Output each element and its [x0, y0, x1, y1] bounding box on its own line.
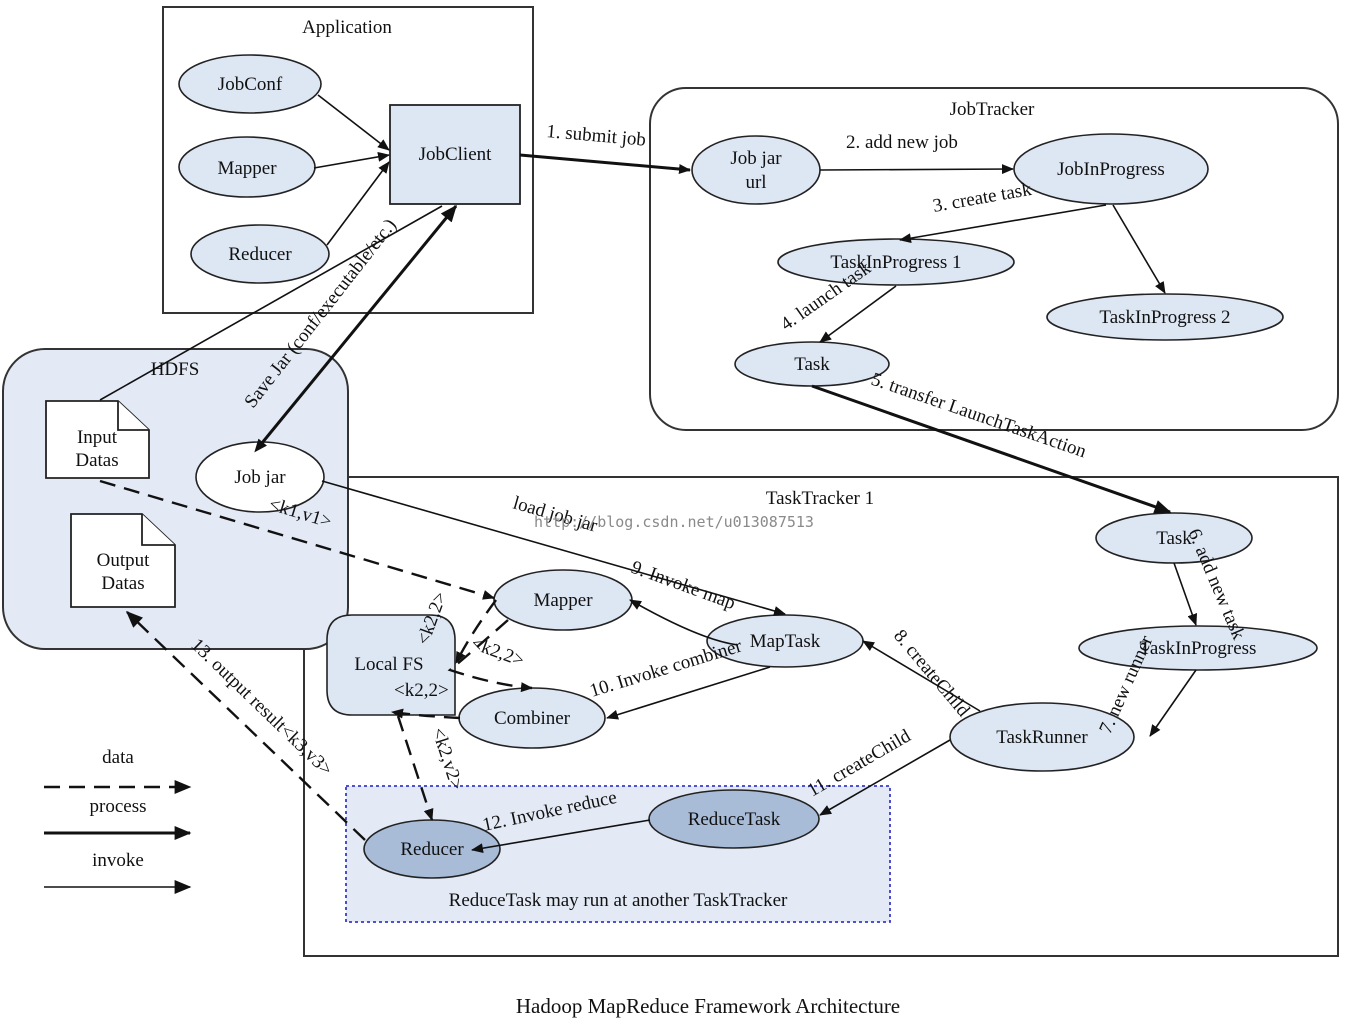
local-fs-shape: [326, 614, 456, 716]
invoke-reduce-arrow: [471, 819, 651, 854]
jobinprogress-label: JobInProgress: [1057, 159, 1165, 180]
input-datas-label-1: Input: [77, 427, 118, 448]
output-datas-label-2: Datas: [101, 573, 144, 594]
load-job-jar-arrow: [321, 480, 786, 616]
jobclient-label: JobClient: [419, 144, 493, 165]
add-new-job-arrow: [819, 164, 1014, 175]
watermark-text: http://blog.csdn.net/u013087513: [534, 513, 814, 531]
taskinprogress-tt-label: TaskInProgress: [1140, 638, 1257, 659]
reduce-note: ReduceTask may run at another TaskTracke…: [449, 890, 788, 911]
add-new-job-text: 2. add new job: [846, 132, 958, 153]
output-result-text: 13. output result<k3,v3>: [187, 634, 337, 780]
taskrunner-node: [949, 702, 1135, 772]
combiner-to-localfs-data: [391, 708, 461, 720]
jobconf-label: JobConf: [218, 74, 283, 95]
invoke-combiner-text: 10. Invoke combiner: [587, 635, 745, 701]
taskinprogress1-node: [777, 238, 1015, 286]
input-datas-doc: [45, 400, 150, 479]
createchild-reduce-arrow: [819, 739, 951, 816]
jobjar-url-label-1: Job jar: [730, 148, 782, 169]
application-label: Application: [302, 17, 392, 38]
create-task-arrow-1: [899, 204, 1107, 244]
reducetask-label: ReduceTask: [688, 809, 781, 830]
taskinprogress-tt-node: [1078, 625, 1318, 671]
createchild-map-arrow: [862, 640, 981, 712]
k2-2-text-b: <k2,2>: [468, 633, 527, 671]
tasktracker-label: TaskTracker 1: [766, 488, 874, 509]
input-to-mapper-data: [99, 479, 495, 600]
localfs-to-reducer-data: [396, 715, 434, 821]
taskinprogress2-label: TaskInProgress 2: [1099, 307, 1230, 328]
k2v2-text: <k2,v2>: [427, 725, 467, 793]
jobjar-url-label-2: url: [745, 172, 766, 193]
combiner-label: Combiner: [494, 708, 571, 729]
input-datas-label-2: Datas: [75, 450, 118, 471]
jobtracker-container: [649, 87, 1339, 431]
jobconf-to-jobclient: [317, 94, 390, 151]
hdfs-label: HDFS: [151, 359, 200, 380]
new-runner-arrow: [1149, 669, 1197, 737]
reducetask-node: [648, 789, 820, 849]
createchild-map-text: 8. createChild: [889, 626, 974, 722]
output-datas-label-1: Output: [97, 550, 151, 571]
legend-invoke-label: invoke: [92, 850, 144, 871]
jobtracker-label: JobTracker: [950, 99, 1035, 120]
create-task-arrow-2: [1112, 204, 1166, 294]
jobconf-node: [178, 54, 322, 114]
mapper-label: Mapper: [533, 590, 593, 611]
tasktracker-container: [303, 476, 1339, 957]
mapper-to-combiner-data: [447, 619, 533, 693]
save-jar-arrow: [254, 204, 458, 453]
transfer-text: 5. transfer LaunchTaskAction: [868, 369, 1089, 463]
diagram-title: Hadoop MapReduce Framework Architecture: [516, 994, 900, 1018]
jobjar-url-node: [691, 135, 821, 205]
local-fs-label: Local FS: [354, 654, 423, 675]
jobinprogress-node: [1013, 133, 1209, 205]
maptask-label: MapTask: [750, 631, 821, 652]
task-tt-label: Task: [1156, 528, 1192, 549]
reducer-app-label: Reducer: [228, 244, 292, 265]
launch-task-arrow: [819, 285, 897, 343]
job-jar-label: Job jar: [234, 467, 286, 488]
legend-process-label: process: [90, 796, 147, 817]
reducer-label: Reducer: [400, 839, 464, 860]
invoke-combiner-arrow: [606, 666, 771, 720]
mapper-app-label: Mapper: [217, 158, 277, 179]
jobclient-node: [389, 104, 521, 205]
submit-job-arrow: [519, 153, 691, 175]
taskinprogress1-label: TaskInProgress 1: [830, 252, 961, 273]
task-jt-label: Task: [794, 354, 830, 375]
add-new-task-arrow: [1173, 562, 1198, 626]
mapper-to-jobclient: [313, 151, 390, 169]
submit-job-text: 1. submit job: [546, 121, 647, 151]
transfer-arrow: [811, 384, 1172, 514]
create-task-text: 3. create task: [931, 179, 1033, 217]
legend-data-label: data: [102, 747, 134, 768]
taskrunner-label: TaskRunner: [996, 727, 1088, 748]
output-result-data: [125, 611, 366, 841]
k2-2-text-c: <k2,2>: [394, 680, 449, 701]
mapper-app-node: [178, 136, 316, 198]
taskinprogress2-node: [1046, 293, 1284, 341]
mapper-to-localfs-data: [454, 599, 497, 664]
invoke-map-arrow: [629, 599, 739, 646]
output-datas-doc: [70, 513, 176, 608]
